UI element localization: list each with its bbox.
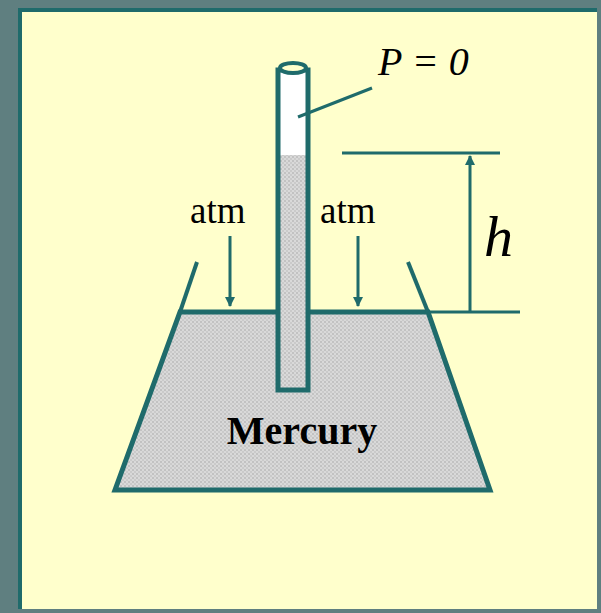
atm-label: atm	[190, 192, 245, 229]
mercury-bath: Mercury	[112, 309, 493, 493]
panel-ground	[18, 8, 597, 609]
bath-outline	[112, 309, 493, 493]
height-label: h	[484, 208, 513, 266]
atm-label: atm	[320, 192, 375, 229]
pressure-label: P = 0	[378, 42, 469, 82]
node-text: Mercury	[227, 411, 377, 451]
